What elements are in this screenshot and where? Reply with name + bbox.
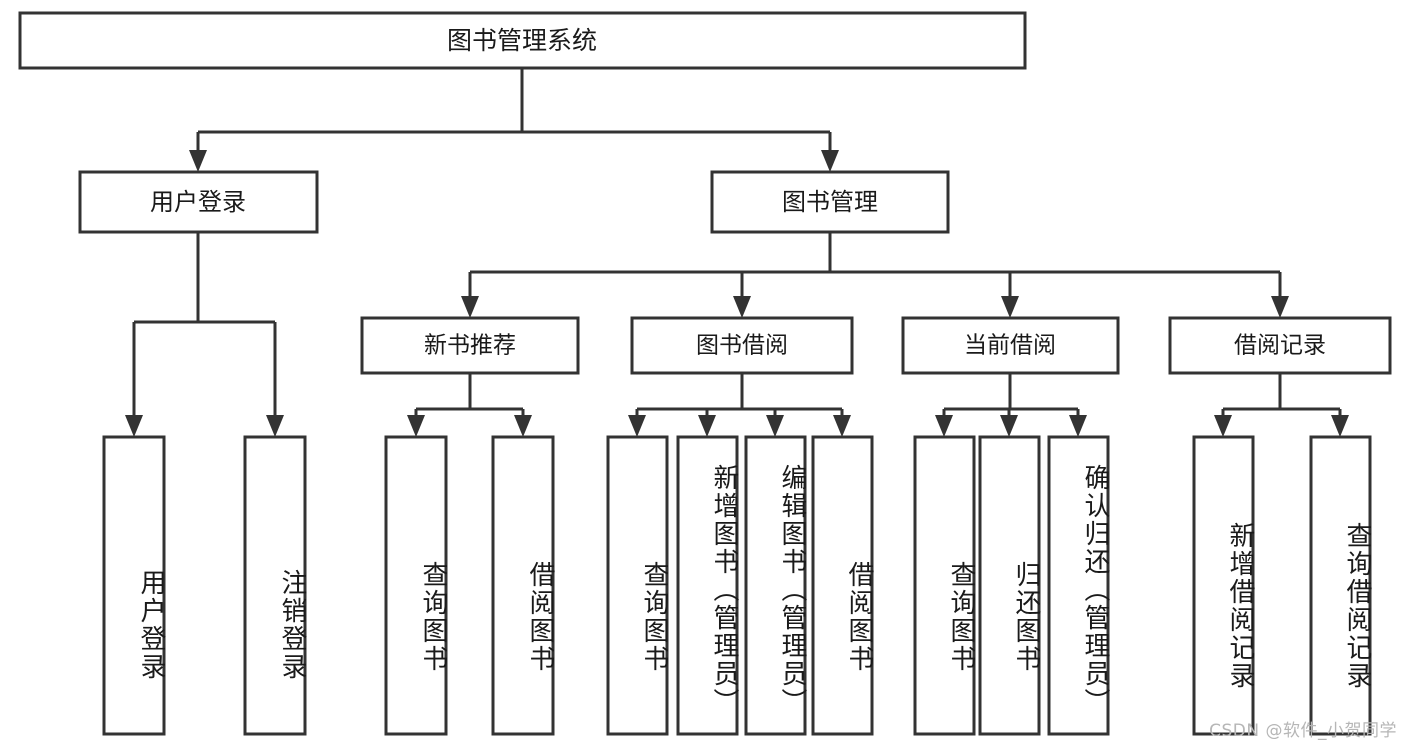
node-new-book-recommend-box[interactable] — [360, 316, 580, 375]
arrow-bookmgmt-c2-icon — [733, 296, 751, 318]
node-borrow-record[interactable]: 借阅记录 — [1168, 316, 1392, 375]
node-user-login-box[interactable] — [78, 170, 319, 234]
leaf-box-recommend-2[interactable] — [491, 435, 555, 736]
arrow-borrow-l4-icon — [833, 415, 851, 437]
leaf-box-borrow-3[interactable] — [744, 435, 807, 736]
arrow-bookmgmt-c4-icon — [1271, 296, 1289, 318]
node-book-borrow[interactable]: 图书借阅 — [630, 316, 854, 375]
node-layer: 图书管理系统 用户登录 图书管理 新书推荐 图书借阅 当前 — [18, 11, 1392, 736]
node-root[interactable]: 图书管理系统 — [18, 11, 1027, 70]
leaf-box-borrow-2[interactable] — [676, 435, 739, 736]
node-book-management-label: 图书管理 — [782, 188, 878, 216]
arrow-bookmgmt-c1-icon — [461, 296, 479, 318]
arrow-root-to-login-icon — [189, 150, 207, 172]
arrow-borrow-l3-icon — [766, 415, 784, 437]
node-book-borrow-label: 图书借阅 — [696, 333, 788, 359]
leaf-box-current-3[interactable] — [1047, 435, 1110, 736]
node-current-borrow[interactable]: 当前借阅 — [901, 316, 1120, 375]
leaf-box-current-1[interactable] — [913, 435, 976, 736]
node-current-borrow-box[interactable] — [901, 316, 1120, 375]
arrow-record-l2-icon — [1331, 415, 1349, 437]
node-new-book-recommend-label: 新书推荐 — [424, 333, 516, 359]
node-current-borrow-label: 当前借阅 — [964, 333, 1056, 359]
node-book-borrow-box[interactable] — [630, 316, 854, 375]
leaf-box-record-2[interactable] — [1309, 435, 1372, 736]
arrow-record-l1-icon — [1214, 415, 1232, 437]
edge-layer — [125, 68, 1349, 437]
csdn-watermark: CSDN @软件_小贺同学 — [1209, 721, 1397, 741]
arrow-bookmgmt-c3-icon — [1001, 296, 1019, 318]
node-book-management[interactable]: 图书管理 — [710, 170, 950, 234]
arrow-rec-l2-icon — [514, 415, 532, 437]
node-user-login[interactable]: 用户登录 — [78, 170, 319, 234]
node-book-management-box[interactable] — [710, 170, 950, 234]
arrow-root-to-bookmgmt-icon — [821, 150, 839, 172]
leaf-box-borrow-4[interactable] — [811, 435, 874, 736]
leaf-box-user-login-1[interactable] — [102, 435, 166, 736]
node-new-book-recommend[interactable]: 新书推荐 — [360, 316, 580, 375]
leaf-box-user-login-2[interactable] — [243, 435, 307, 736]
arrow-current-l1-icon — [935, 415, 953, 437]
arrow-rec-l1-icon — [407, 415, 425, 437]
arrow-borrow-l2-icon — [698, 415, 716, 437]
arrow-current-l2-icon — [1000, 415, 1018, 437]
node-root-label: 图书管理系统 — [447, 26, 597, 55]
node-user-login-label: 用户登录 — [150, 188, 246, 216]
node-root-box[interactable] — [18, 11, 1027, 70]
node-borrow-record-box[interactable] — [1168, 316, 1392, 375]
arrow-login-b1-icon — [125, 415, 143, 437]
leaf-box-record-1[interactable] — [1192, 435, 1255, 736]
leaf-box-recommend-1[interactable] — [384, 435, 448, 736]
leaf-box-current-2[interactable] — [978, 435, 1041, 736]
arrow-current-l3-icon — [1069, 415, 1087, 437]
arrow-borrow-l1-icon — [628, 415, 646, 437]
arrow-login-b2-icon — [266, 415, 284, 437]
leaf-box-borrow-1[interactable] — [606, 435, 669, 736]
node-borrow-record-label: 借阅记录 — [1234, 333, 1326, 359]
